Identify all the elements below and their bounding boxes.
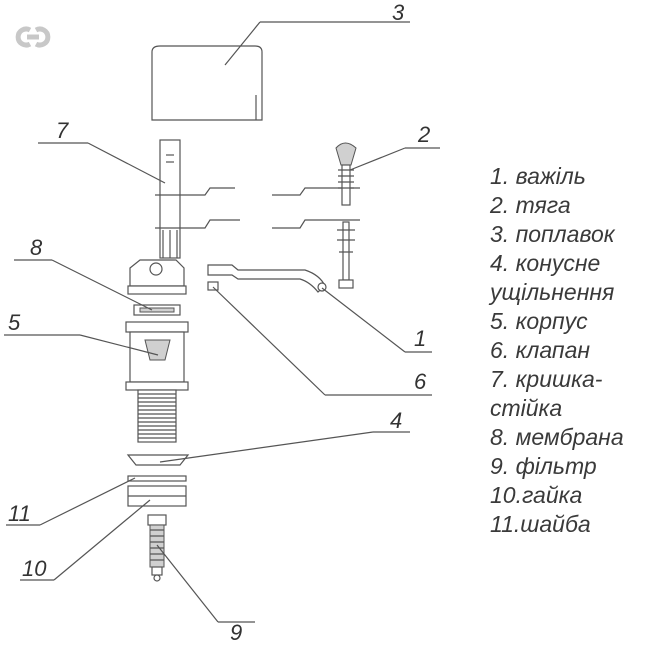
washer-part	[127, 475, 187, 482]
lever-part	[207, 264, 327, 293]
leader-1	[321, 287, 406, 353]
leader-7	[87, 142, 166, 184]
leader-2	[349, 147, 406, 171]
rod-part	[335, 142, 357, 289]
membrane-part	[133, 304, 181, 316]
legend-item-6: 6. клапан	[490, 337, 591, 363]
leader-10	[53, 499, 151, 581]
legend-item-10: 10.гайка	[490, 482, 583, 508]
body-part	[125, 321, 189, 443]
valve-head	[127, 259, 187, 295]
float-part	[151, 45, 263, 121]
callout-4: 4	[390, 408, 402, 433]
callout-2: 2	[417, 122, 430, 147]
callout-9: 9	[230, 620, 242, 645]
legend-item-9: 9. фільтр	[490, 453, 597, 479]
legend-item-2: 2. тяга	[490, 192, 571, 218]
callout-1: 1	[414, 326, 426, 351]
legend-item-11: 11.шайба	[490, 511, 591, 537]
link-icon	[15, 26, 51, 48]
leader-9	[156, 544, 219, 623]
callout-6: 6	[414, 369, 427, 394]
cover-stand-part	[159, 139, 181, 259]
legend-item-4: 4. конусне ущільнення	[490, 250, 615, 305]
callout-5: 5	[8, 310, 21, 335]
legend-item-3: 3. поплавок	[490, 221, 615, 247]
filter-part	[147, 514, 167, 582]
leader-11	[39, 477, 136, 526]
callout-10: 10	[22, 556, 47, 581]
nut-part	[127, 485, 187, 507]
leader-5	[79, 334, 159, 356]
leader-8	[51, 259, 153, 311]
legend-item-7: 7. кришка-стійка	[490, 366, 603, 421]
leader-4	[159, 431, 374, 463]
legend-item-8: 8. мембрана	[490, 424, 624, 450]
callout-8: 8	[30, 235, 43, 260]
leader-6	[212, 286, 326, 396]
callout-11: 11	[8, 501, 31, 526]
cone-seal-part	[126, 454, 190, 466]
legend-item-5: 5. корпус	[490, 308, 588, 334]
leader-3	[224, 21, 261, 66]
parts-legend: 1. важіль 2. тяга 3. поплавок 4. конусне…	[490, 162, 650, 539]
callout-7: 7	[56, 118, 69, 143]
legend-item-1: 1. важіль	[490, 163, 586, 189]
callout-3: 3	[392, 0, 405, 25]
